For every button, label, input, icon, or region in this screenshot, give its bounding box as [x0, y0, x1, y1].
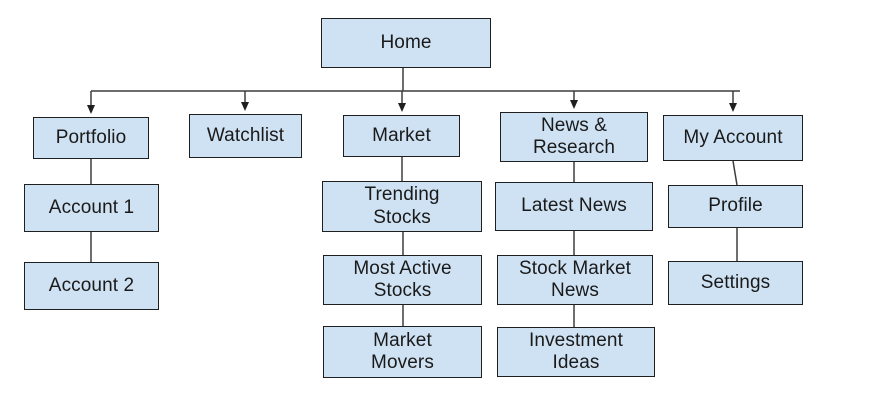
node-label-stock-market-news: Stock Market News: [518, 257, 632, 301]
node-home: Home: [321, 18, 491, 68]
connector-myaccount-profile: [732, 160, 738, 186]
arrowhead-branch-watchlist: [241, 102, 249, 111]
node-label-settings: Settings: [700, 271, 771, 293]
node-label-trending-stocks: Trending Stocks: [364, 184, 440, 228]
node-label-news-research: News & Research: [532, 114, 616, 158]
node-portfolio: Portfolio: [33, 117, 149, 159]
node-label-home: Home: [380, 31, 432, 53]
node-settings: Settings: [668, 261, 803, 305]
node-stock-market-news: Stock Market News: [497, 255, 653, 305]
node-most-active-stocks: Most Active Stocks: [323, 255, 482, 305]
node-label-market-movers: Market Movers: [371, 329, 434, 373]
node-trending-stocks: Trending Stocks: [322, 181, 482, 232]
node-label-watchlist: Watchlist: [206, 124, 285, 146]
node-profile: Profile: [668, 185, 803, 228]
node-investment-ideas: Investment Ideas: [497, 327, 655, 377]
node-news-research: News & Research: [500, 112, 648, 162]
node-label-portfolio: Portfolio: [55, 126, 127, 148]
arrowhead-branch-portfolio: [87, 105, 95, 114]
node-my-account: My Account: [663, 115, 803, 161]
node-label-account-2: Account 2: [48, 274, 135, 296]
node-latest-news: Latest News: [495, 182, 653, 231]
node-account-1: Account 1: [24, 184, 159, 232]
arrowhead-branch-market: [398, 103, 406, 112]
arrowhead-branch-news-research: [570, 100, 578, 109]
node-label-profile: Profile: [708, 195, 763, 217]
node-label-account-1: Account 1: [48, 196, 135, 218]
node-label-my-account: My Account: [683, 126, 783, 148]
node-label-market: Market: [372, 124, 431, 146]
node-label-investment-ideas: Investment Ideas: [529, 329, 623, 373]
node-account-2: Account 2: [24, 262, 159, 310]
node-market-movers: Market Movers: [323, 326, 482, 378]
node-watchlist: Watchlist: [189, 114, 302, 158]
arrowhead-branch-my-account: [729, 103, 737, 112]
node-market: Market: [343, 115, 460, 157]
node-label-most-active-stocks: Most Active Stocks: [353, 257, 452, 301]
node-label-latest-news: Latest News: [521, 195, 627, 217]
